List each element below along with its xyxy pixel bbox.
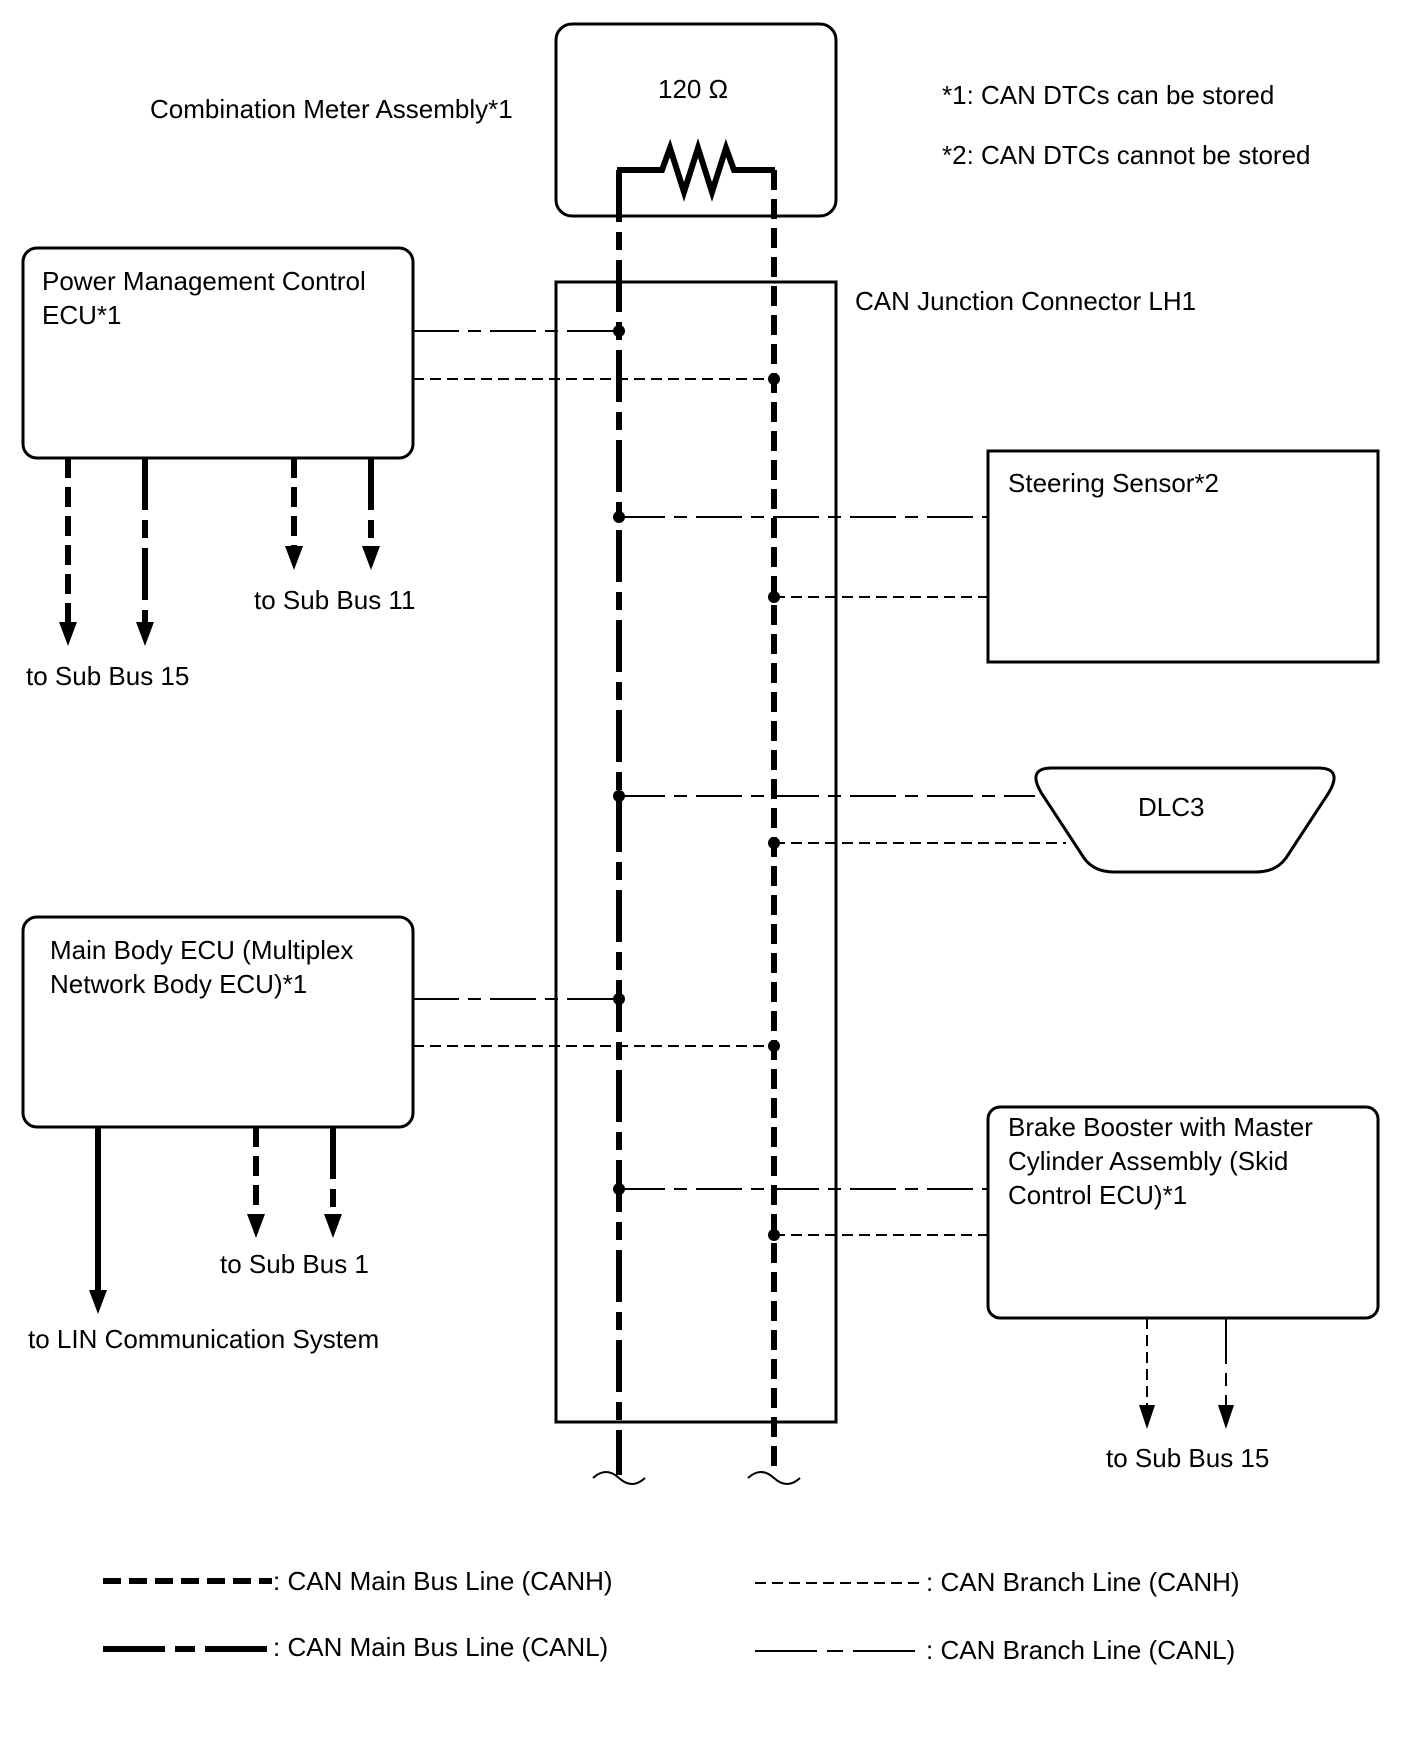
steering-sensor-box	[986, 449, 1380, 664]
main-body-ecu-box	[21, 915, 415, 1129]
power-management-ecu-label-1: Power Management Control	[42, 266, 366, 296]
steering-sensor-label: Steering Sensor*2	[1008, 468, 1219, 498]
legend-main-canh-label: : CAN Main Bus Line (CANH)	[273, 1566, 613, 1596]
mb-to-lin-system: to LIN Communication System	[28, 1324, 379, 1354]
dlc3-label: DLC3	[1138, 792, 1204, 822]
terminating-resistor-icon	[617, 138, 775, 202]
mb-sub1-canl-arrowhead	[324, 1214, 342, 1238]
bus-continuation-left	[592, 1471, 646, 1485]
main-body-canh-node	[768, 1040, 780, 1052]
brake-sub15-canl-arrowhead	[1218, 1405, 1234, 1429]
pm-sub15-canl-arrowhead	[136, 622, 154, 646]
brake-booster-ecu-box	[986, 1105, 1380, 1320]
pm-sub11-canh-arrowhead	[285, 546, 303, 570]
brake-to-sub-bus-15: to Sub Bus 15	[1106, 1443, 1269, 1473]
main-body-ecu-label-2: Network Body ECU)*1	[50, 969, 307, 999]
brake-sub15-canh-arrowhead	[1139, 1405, 1155, 1429]
main-body-ecu-label-1: Main Body ECU (Multiplex	[50, 935, 353, 965]
lin-arrowhead	[89, 1290, 107, 1314]
pm-to-sub-bus-11: to Sub Bus 11	[254, 585, 415, 615]
pm-ecu-canl-node	[613, 325, 625, 337]
note-dtc-not-stored: *2: CAN DTCs cannot be stored	[942, 140, 1311, 170]
bus-continuation-right	[747, 1471, 801, 1485]
steering-canh-node	[768, 591, 780, 603]
brake-canh-node	[768, 1229, 780, 1241]
legend-branch-canl-label: : CAN Branch Line (CANL)	[926, 1635, 1235, 1665]
combination-meter-box	[554, 22, 838, 218]
resistor-value: 120 Ω	[658, 74, 728, 104]
pm-ecu-canh-node	[768, 373, 780, 385]
steering-canl-node	[613, 511, 625, 523]
can-junction-connector-box	[554, 280, 838, 1424]
dlc3-canh-node	[768, 837, 780, 849]
can-junction-connector-label: CAN Junction Connector LH1	[855, 286, 1196, 316]
legend-branch-canh-label: : CAN Branch Line (CANH)	[926, 1567, 1240, 1597]
pm-to-sub-bus-15: to Sub Bus 15	[26, 661, 189, 691]
mb-to-sub-bus-1: to Sub Bus 1	[220, 1249, 369, 1279]
note-dtc-stored: *1: CAN DTCs can be stored	[942, 80, 1274, 110]
mb-sub1-canh-arrowhead	[247, 1214, 265, 1238]
brake-booster-label-2: Cylinder Assembly (Skid	[1008, 1146, 1288, 1176]
power-management-ecu-label-2: ECU*1	[42, 300, 121, 330]
pm-sub15-canh-arrowhead	[59, 622, 77, 646]
brake-booster-label-1: Brake Booster with Master	[1008, 1112, 1313, 1142]
legend-main-canl-label: : CAN Main Bus Line (CANL)	[273, 1632, 608, 1662]
combination-meter-label: Combination Meter Assembly*1	[150, 94, 513, 124]
brake-canl-node	[613, 1183, 625, 1195]
dlc3-canl-node	[613, 790, 625, 802]
brake-booster-label-3: Control ECU)*1	[1008, 1180, 1187, 1210]
dlc3-connector-icon	[1034, 766, 1336, 874]
main-body-canl-node	[613, 993, 625, 1005]
pm-sub11-canl-arrowhead	[362, 546, 380, 570]
power-management-ecu-box	[21, 246, 415, 460]
